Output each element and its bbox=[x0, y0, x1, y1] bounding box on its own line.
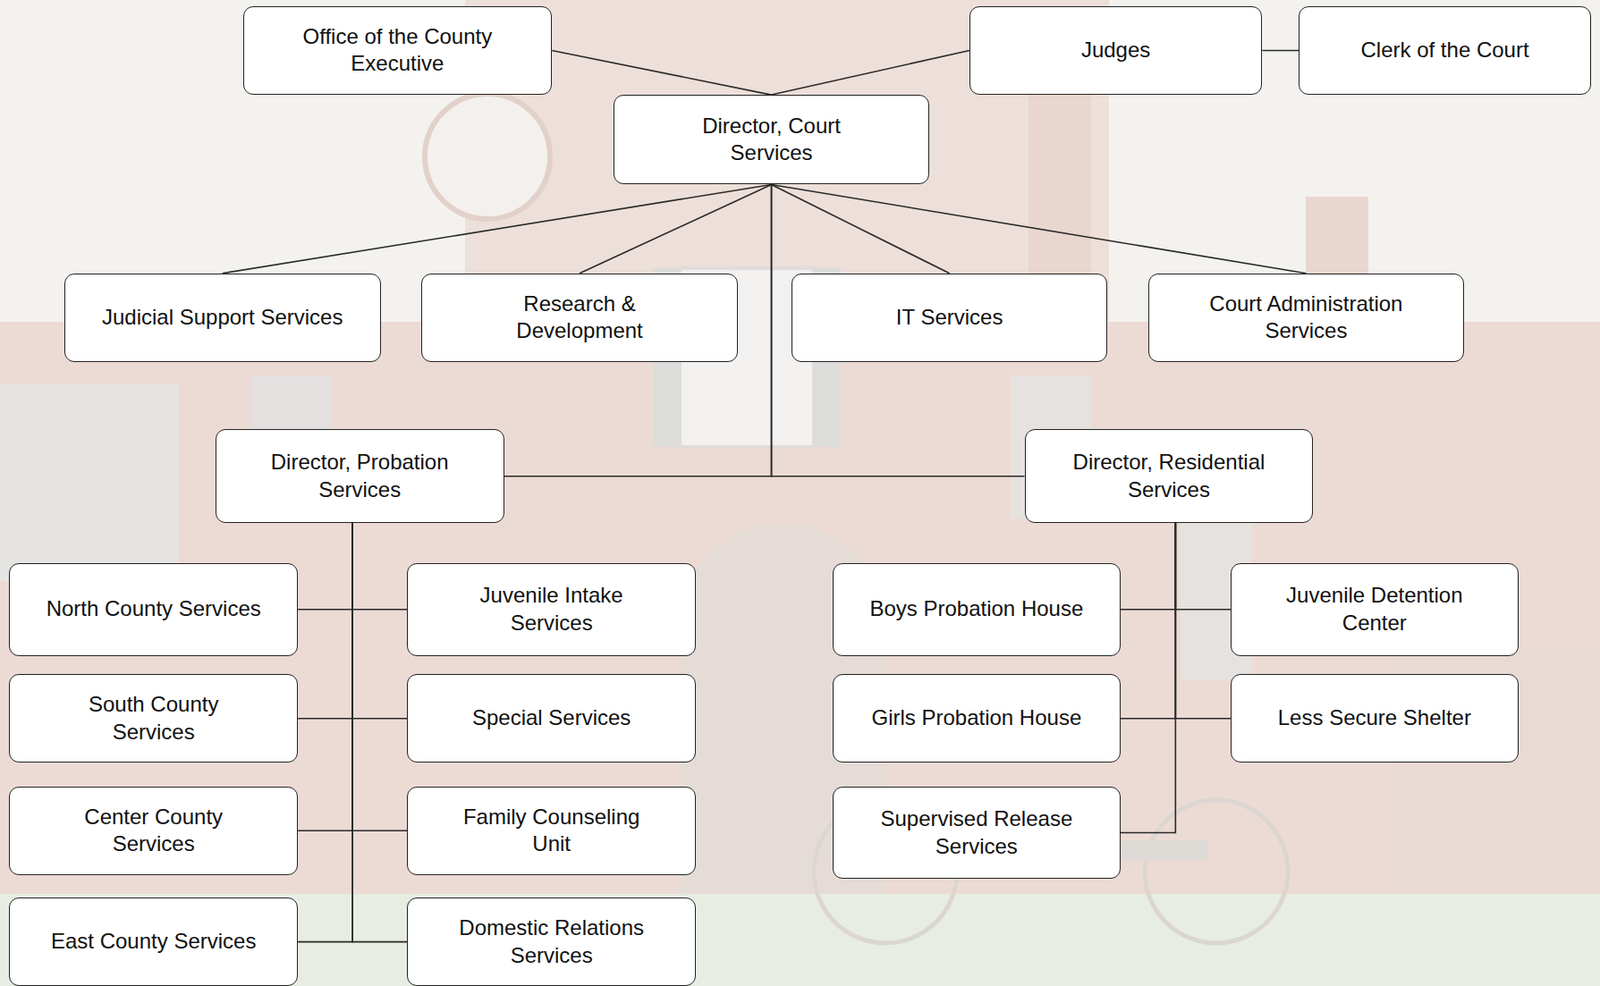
org-unit-box: Family Counseling Unit bbox=[406, 787, 696, 876]
cannon-wheel bbox=[1144, 800, 1288, 944]
org-unit-box: IT Services bbox=[791, 273, 1108, 363]
unit-name: South County Services bbox=[77, 691, 230, 746]
lawn bbox=[0, 894, 1600, 986]
round-window bbox=[424, 93, 551, 220]
org-unit-box: Director, Residential Services bbox=[1024, 429, 1314, 524]
unit-name: Center County Services bbox=[77, 804, 230, 859]
unit-name: Family Counseling Unit bbox=[455, 804, 648, 859]
side-wing bbox=[0, 384, 179, 582]
reporting-line bbox=[771, 50, 970, 95]
unit-name: Domestic Relations Services bbox=[450, 914, 652, 970]
unit-name: Clerk of the Court bbox=[1361, 36, 1530, 65]
org-unit-box: East County Services bbox=[8, 897, 298, 986]
reporting-line bbox=[1120, 523, 1177, 610]
unit-name: Special Services bbox=[472, 704, 631, 733]
unit-name: North County Services bbox=[46, 595, 262, 624]
reporting-line bbox=[771, 184, 1307, 273]
org-unit-box: North County Services bbox=[8, 563, 298, 657]
org-unit-box: Juvenile Intake Services bbox=[406, 563, 696, 657]
reporting-line bbox=[771, 184, 950, 273]
reporting-line bbox=[1120, 523, 1177, 720]
reporting-line bbox=[1175, 523, 1231, 720]
reporting-line bbox=[352, 523, 407, 720]
unit-name: Director, Residential Services bbox=[1066, 448, 1272, 504]
org-unit-box: Juvenile Detention Center bbox=[1230, 563, 1519, 657]
unit-name: Research & Development bbox=[512, 290, 647, 346]
org-unit-box: Research & Development bbox=[421, 273, 738, 363]
reporting-line bbox=[297, 523, 353, 610]
org-unit-box: South County Services bbox=[8, 674, 298, 763]
org-unit-box: Clerk of the Court bbox=[1298, 6, 1591, 95]
unit-name: Office of the County Executive bbox=[289, 23, 505, 78]
unit-name: IT Services bbox=[896, 304, 1004, 332]
org-unit-box: Court Administration Services bbox=[1148, 273, 1465, 363]
reporting-line bbox=[551, 50, 771, 95]
reporting-line bbox=[352, 523, 407, 831]
reporting-line bbox=[579, 184, 772, 273]
reporting-line bbox=[1175, 523, 1231, 610]
org-unit-box: Girls Probation House bbox=[832, 674, 1121, 763]
reporting-line bbox=[222, 184, 772, 273]
unit-name: Less Secure Shelter bbox=[1278, 704, 1472, 733]
org-unit-box: Director, Court Services bbox=[613, 94, 931, 185]
reporting-line bbox=[297, 523, 353, 720]
unit-name: Director, Probation Services bbox=[256, 448, 463, 504]
org-unit-box: Supervised Release Services bbox=[832, 787, 1121, 881]
reporting-line bbox=[1120, 523, 1177, 833]
unit-name: Girls Probation House bbox=[871, 704, 1082, 733]
reporting-line bbox=[297, 523, 353, 831]
unit-name: Court Administration Services bbox=[1198, 290, 1414, 346]
org-unit-box: Center County Services bbox=[8, 787, 298, 876]
org-unit-box: Special Services bbox=[406, 674, 696, 763]
unit-name: Boys Probation House bbox=[869, 595, 1084, 624]
org-unit-box: Less Secure Shelter bbox=[1230, 674, 1519, 763]
org-unit-box: Director, Probation Services bbox=[215, 429, 505, 524]
unit-name: Judicial Support Services bbox=[101, 304, 343, 332]
unit-name: East County Services bbox=[50, 928, 256, 957]
unit-name: Judges bbox=[1081, 36, 1151, 65]
org-unit-box: Domestic Relations Services bbox=[406, 897, 696, 986]
unit-name: Supervised Release Services bbox=[873, 805, 1080, 861]
unit-name: Juvenile Intake Services bbox=[471, 582, 633, 637]
org-unit-box: Judicial Support Services bbox=[64, 273, 381, 363]
reporting-line bbox=[1261, 50, 1299, 52]
org-unit-box: Judges bbox=[969, 6, 1262, 95]
reporting-line bbox=[352, 523, 407, 942]
unit-name: Director, Court Services bbox=[682, 112, 862, 168]
org-unit-box: Office of the County Executive bbox=[243, 6, 553, 95]
unit-name: Juvenile Detention Center bbox=[1278, 582, 1471, 637]
reporting-line bbox=[352, 523, 407, 610]
org-unit-box: Boys Probation House bbox=[832, 563, 1121, 657]
reporting-line bbox=[297, 523, 353, 942]
